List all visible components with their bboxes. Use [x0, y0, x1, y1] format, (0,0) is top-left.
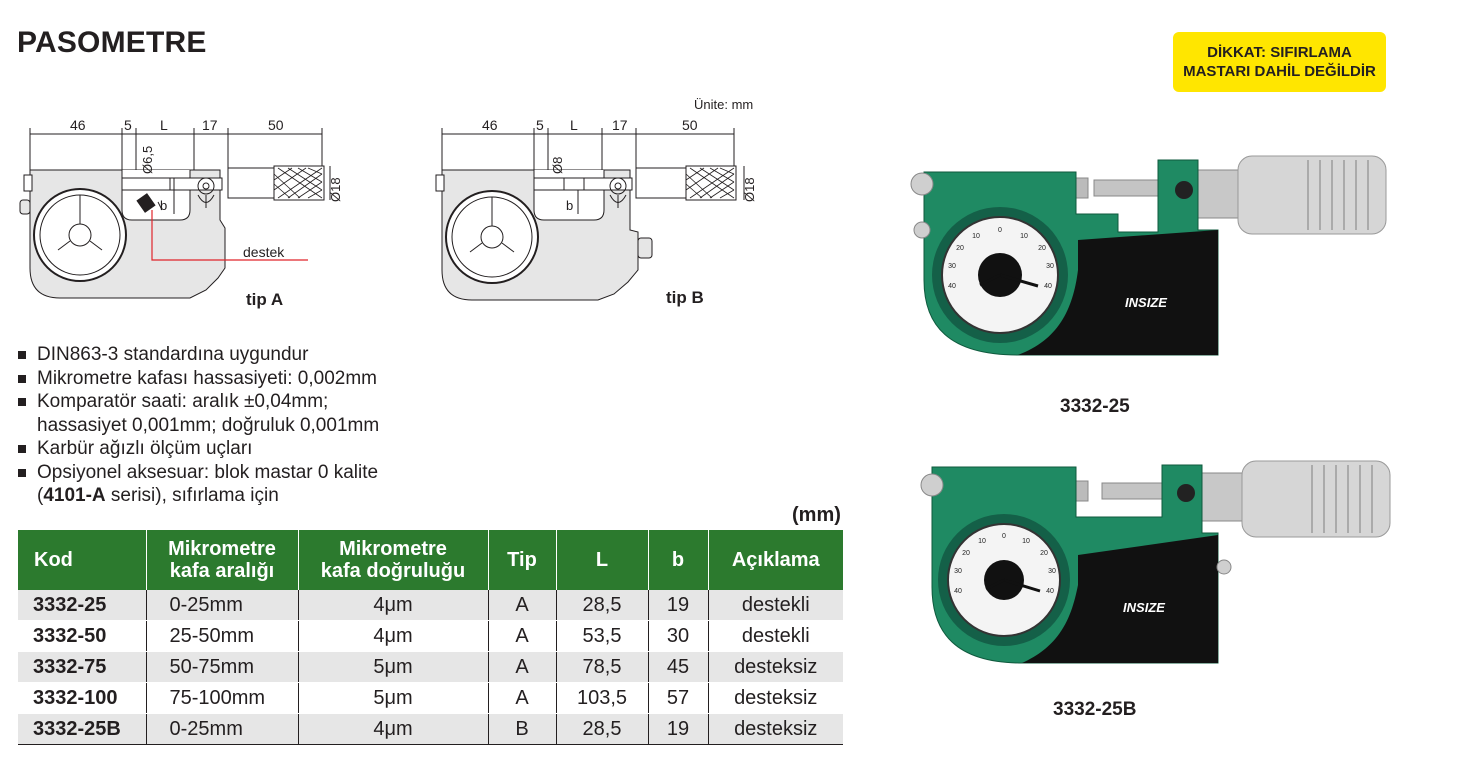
dim-l-a: L	[160, 117, 168, 133]
dim-b-a: b	[160, 198, 167, 213]
dim-l-b: L	[570, 117, 578, 133]
dim-46-a: 46	[70, 117, 86, 133]
dial-number: 20	[956, 245, 964, 252]
dial-number: 10	[1022, 538, 1030, 545]
dial-number: 30	[948, 263, 956, 270]
dial-number: 40	[954, 588, 962, 595]
dial-number: 20	[1040, 550, 1048, 557]
diam-head-a: Ø18	[328, 177, 343, 202]
dim-50-a: 50	[268, 117, 284, 133]
feature-list: DIN863-3 standardına uygundur Mikrometre…	[18, 343, 379, 508]
dim-50-b: 50	[682, 117, 698, 133]
dial-number: 30	[1046, 263, 1054, 270]
warning-line-2: MASTARI DAHİL DEĞİLDİR	[1183, 63, 1376, 80]
feature-item: Mikrometre kafası hassasiyeti: 0,002mm	[18, 367, 379, 391]
dial-number: 10	[978, 538, 986, 545]
dial-number: 30	[1048, 568, 1056, 575]
feature-item: Karbür ağızlı ölçüm uçları	[18, 437, 379, 461]
dial-number: 10	[1020, 233, 1028, 240]
tip-a-label: tip A	[246, 290, 283, 309]
product-caption: 3332-25	[1060, 396, 1130, 417]
table-unit: (mm)	[792, 504, 841, 526]
brand-logo: INSIZE	[1125, 295, 1167, 310]
header-tip: Tip	[487, 530, 556, 590]
header-b: b	[647, 530, 708, 590]
feature-item: Opsiyonel aksesuar: blok mastar 0 kalite…	[18, 461, 379, 508]
support-label: destek	[243, 244, 285, 260]
dim-5-a: 5	[124, 117, 132, 133]
dim-17-b: 17	[612, 117, 628, 133]
unit-note: Ünite: mm	[694, 97, 754, 112]
dial-number: 0	[998, 227, 1002, 234]
feature-item: Komparatör saati: aralık ±0,04mm;hassasi…	[18, 390, 379, 437]
diam-head-b: Ø18	[742, 177, 757, 202]
dial-number: 20	[1038, 245, 1046, 252]
product-photo-3332-25b: 10 0 10 20 30 40 40 30 20 INSIZE	[920, 460, 1391, 664]
header-kod: Kod	[18, 530, 146, 590]
header-l: L	[555, 530, 648, 590]
dial-number: 40	[1046, 588, 1054, 595]
dial-number: 20	[962, 550, 970, 557]
accessory-series: 4101-A	[43, 485, 106, 506]
brand-logo: INSIZE	[1123, 600, 1165, 615]
dial-number: 40	[948, 283, 956, 290]
product-photo-3332-25: 10 0 10 20 30 40 40 30 20 INSIZE	[910, 155, 1387, 356]
warning-line-1: DİKKAT: SIFIRLAMA	[1207, 44, 1352, 61]
diam-tip-b: Ø8	[550, 157, 565, 174]
dial-number: 40	[1044, 283, 1052, 290]
dim-5-b: 5	[536, 117, 544, 133]
warning-badge: DİKKAT: SIFIRLAMA MASTARI DAHİL DEĞİLDİR	[1173, 32, 1386, 92]
product-caption: 3332-25B	[1053, 699, 1137, 720]
dim-17-a: 17	[202, 117, 218, 133]
header-description: Açıklama	[707, 530, 843, 590]
dim-46-b: 46	[482, 117, 498, 133]
drawing-tip-b: 46 5 L 17 50 b tip B Ø8 Ø18	[435, 117, 757, 307]
drawing-tip-a: 46 5 L 17 50 b destek tip A Ø6,5 Ø18	[19, 117, 343, 309]
dial-number: 0	[1002, 533, 1006, 540]
diam-tip-a: Ø6,5	[140, 146, 155, 174]
dial-number: 30	[954, 568, 962, 575]
page-title: PASOMETRE	[17, 26, 207, 59]
tip-b-label: tip B	[666, 288, 704, 307]
dim-b-b: b	[566, 198, 573, 213]
feature-item: DIN863-3 standardına uygundur	[18, 343, 379, 367]
dial-number: 10	[972, 233, 980, 240]
